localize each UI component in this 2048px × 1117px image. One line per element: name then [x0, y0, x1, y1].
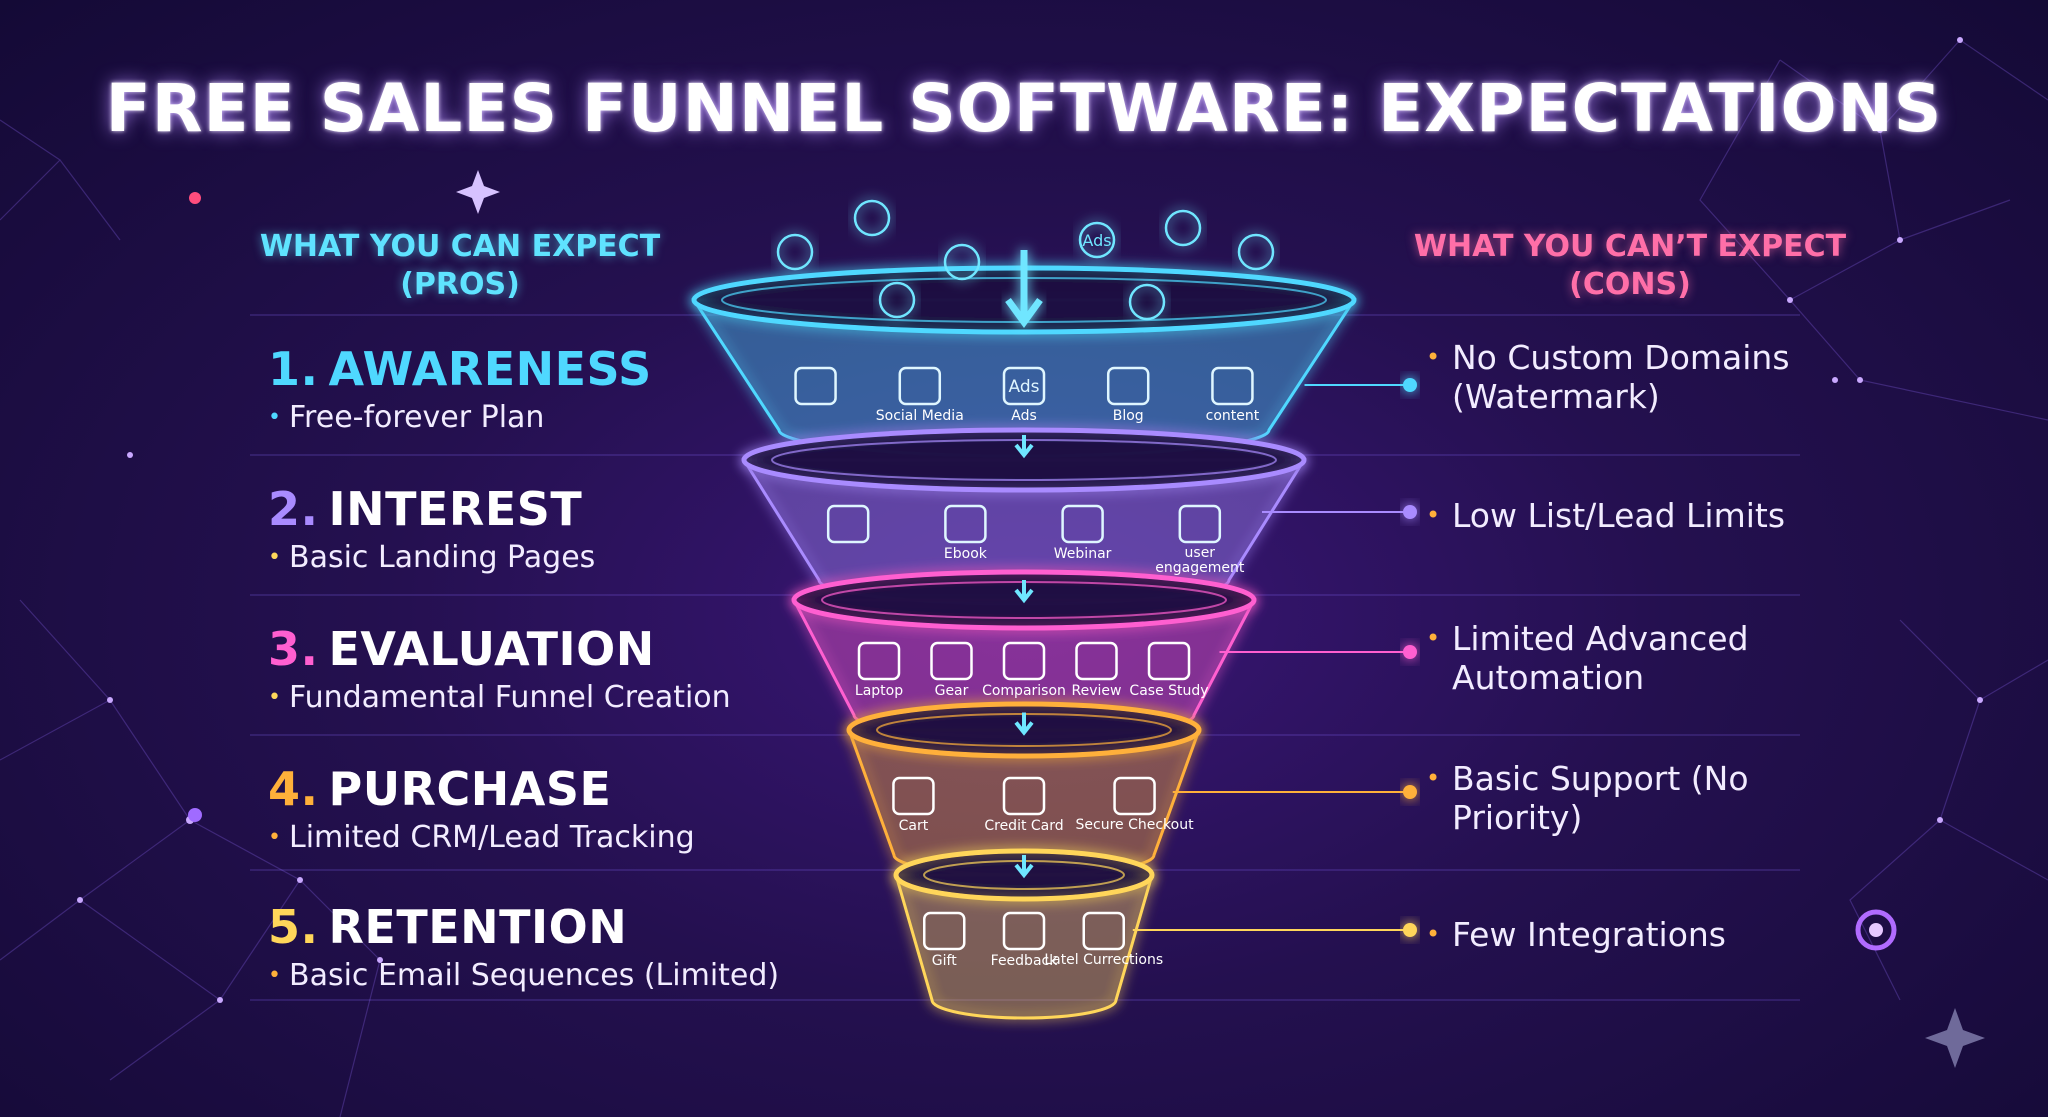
con-awareness: • No Custom Domains (Watermark)	[1428, 338, 1832, 416]
con-text: Low List/Lead Limits	[1452, 496, 1872, 535]
pro-text: Basic Landing Pages	[289, 540, 595, 575]
icon-label: Cart	[853, 818, 973, 834]
ads-text: Ads	[1082, 231, 1111, 250]
bullet-icon: •	[1426, 496, 1440, 535]
bullet-icon: •	[1426, 619, 1440, 658]
bullet-icon: •	[1426, 759, 1440, 798]
icon-label: content	[1172, 408, 1292, 424]
megaphone-icon	[778, 235, 812, 269]
connector-dot	[1403, 923, 1417, 937]
icon-label: Latel Currections	[1044, 953, 1164, 968]
bullet-icon: •	[1426, 915, 1440, 954]
pro-text: Limited CRM/Lead Tracking	[289, 820, 695, 855]
bullet-icon: •	[268, 685, 281, 710]
globe-icon	[1239, 235, 1273, 269]
document-icon	[1166, 211, 1200, 245]
connector-dot	[1403, 378, 1417, 392]
icon-label: Credit Card	[964, 818, 1084, 834]
icon-label: Blog	[1068, 408, 1188, 424]
dollar-icon	[855, 201, 889, 235]
bullet-icon: •	[268, 963, 281, 988]
con-text: Basic Support (No Priority)	[1452, 759, 1752, 837]
pro-text: Free-forever Plan	[289, 400, 544, 435]
bullet-icon: •	[268, 825, 281, 850]
icon-label: Webinar	[1023, 546, 1143, 562]
con-retention: • Few Integrations	[1428, 915, 1852, 954]
stage-awareness: 1.AWARENESS • Free-forever Plan	[268, 342, 652, 435]
pro-text: Basic Email Sequences (Limited)	[289, 958, 779, 993]
stage-name: PURCHASE	[328, 762, 611, 816]
stage-purchase: 4.PURCHASE • Limited CRM/Lead Tracking	[268, 762, 695, 855]
ads-icon: Ads	[1080, 223, 1114, 257]
stage-number: 2.	[268, 482, 318, 536]
bullet-icon: •	[268, 405, 281, 430]
icon-label: Secure Checkout	[1075, 818, 1195, 833]
cons-heading: WHAT YOU CAN’T EXPECT (CONS)	[1410, 228, 1850, 304]
stage-name: RETENTION	[328, 900, 627, 954]
icon-label: Social Media	[860, 408, 980, 424]
bullet-icon: •	[1426, 338, 1440, 377]
icon-label: Ebook	[905, 546, 1025, 562]
pro-text: Fundamental Funnel Creation	[289, 680, 731, 715]
con-text: Limited Advanced Automation	[1452, 619, 1792, 697]
stage-interest: 2.INTEREST • Basic Landing Pages	[268, 482, 595, 575]
con-purchase: • Basic Support (No Priority)	[1428, 759, 1752, 837]
icon-label: user engagement	[1140, 546, 1260, 576]
stage-name: AWARENESS	[328, 342, 651, 396]
icon-label: Ads	[964, 408, 1084, 424]
con-text: No Custom Domains (Watermark)	[1452, 338, 1832, 416]
con-evaluation: • Limited Advanced Automation	[1428, 619, 1792, 697]
con-text: Few Integrations	[1452, 915, 1852, 954]
connector-dot	[1403, 645, 1417, 659]
connector-dot	[1403, 785, 1417, 799]
page-title: FREE SALES FUNNEL SOFTWARE: EXPECTATIONS	[0, 70, 2048, 147]
stage-number: 1.	[268, 342, 318, 396]
icon-label: Case Study	[1109, 683, 1229, 699]
stage-number: 3.	[268, 622, 318, 676]
stage-number: 4.	[268, 762, 318, 816]
stage-retention: 5.RETENTION • Basic Email Sequences (Limi…	[268, 900, 779, 993]
stage-name: EVALUATION	[328, 622, 654, 676]
connector-dot	[1403, 505, 1417, 519]
pros-heading: WHAT YOU CAN EXPECT (PROS)	[240, 228, 680, 304]
stage-evaluation: 3.EVALUATION • Fundamental Funnel Creatio…	[268, 622, 731, 715]
bullet-icon: •	[268, 545, 281, 570]
stage-number: 5.	[268, 900, 318, 954]
stage-name: INTEREST	[328, 482, 582, 536]
icon-glyph: Ads	[1009, 377, 1040, 397]
con-interest: • Low List/Lead Limits	[1428, 496, 1872, 535]
